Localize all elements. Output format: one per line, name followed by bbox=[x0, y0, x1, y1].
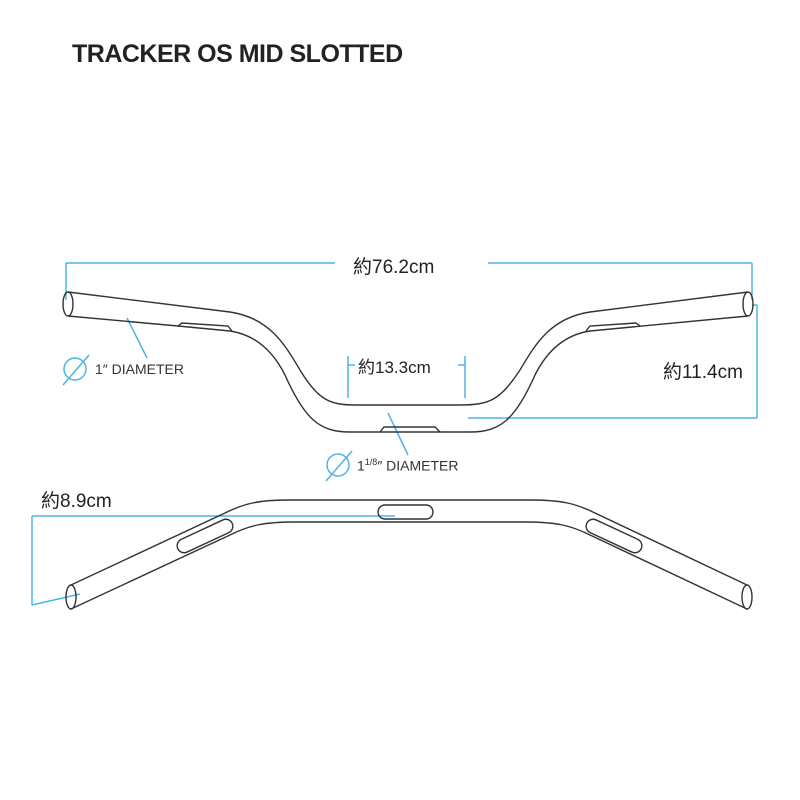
dimension-lines bbox=[31, 262, 758, 606]
center-diameter-text: ″ DIAMETER bbox=[377, 457, 459, 474]
center-diameter-whole: 1 bbox=[357, 457, 365, 474]
overall-width-label: 約76.2cm bbox=[350, 252, 438, 279]
front-view bbox=[62, 291, 754, 433]
product-title: TRACKER OS MID SLOTTED bbox=[72, 40, 403, 68]
center-diameter-fraction: 1/8 bbox=[364, 457, 378, 467]
end-diameter-label: 1″ DIAMETER bbox=[95, 361, 184, 377]
center-width-label: 約13.3cm bbox=[355, 353, 434, 378]
top-view bbox=[65, 499, 753, 610]
center-diameter-label: 11/8″ DIAMETER bbox=[357, 457, 459, 474]
rise-label: 約11.4cm bbox=[660, 357, 746, 384]
pullback-label: 約8.9cm bbox=[38, 486, 115, 513]
